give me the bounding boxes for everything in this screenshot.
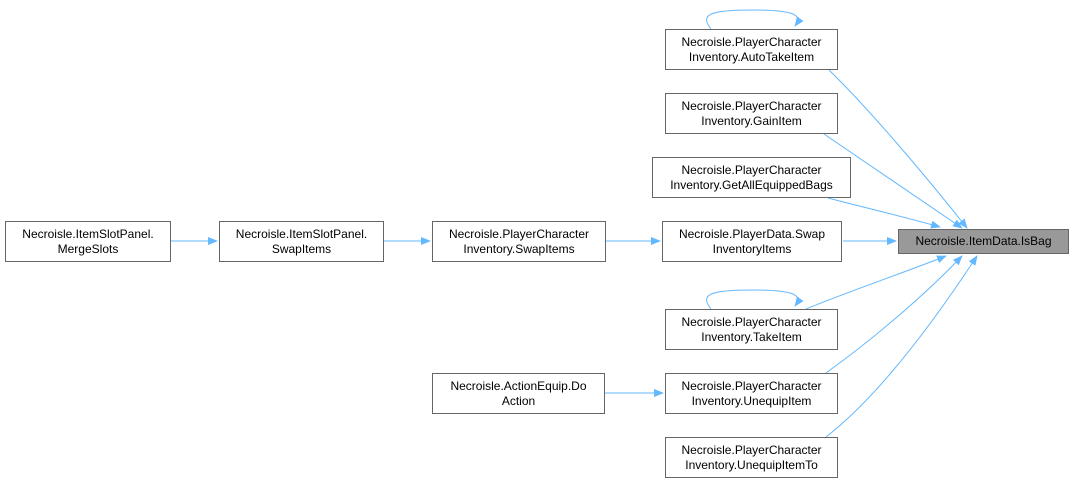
node-unequip-item-to[interactable]: Necroisle.PlayerCharacter Inventory.Uneq… [665,437,838,478]
node-auto-take-item-line-1: Necroisle.PlayerCharacter [681,34,822,49]
node-get-all-equipped-bags-line-2: Inventory.GetAllEquippedBags [670,177,833,192]
node-gain-item-line-1: Necroisle.PlayerCharacter [681,98,822,113]
node-do-action[interactable]: Necroisle.ActionEquip.Do Action [432,373,605,414]
node-unequip-item-to-line-2: Inventory.UnequipItemTo [685,457,818,472]
node-auto-take-item-line-2: Inventory.AutoTakeItem [688,49,815,64]
edge-unequip-item-to-is-bag [825,255,963,374]
node-merge-slots[interactable]: Necroisle.ItemSlotPanel. MergeSlots [5,221,171,262]
edge-auto-take-item-to-is-bag [828,69,968,229]
node-gain-item-line-2: Inventory.GainItem [701,113,802,128]
node-get-all-equipped-bags-line-1: Necroisle.PlayerCharacter [681,162,822,177]
node-unequip-item-line-1: Necroisle.PlayerCharacter [681,378,822,393]
node-slot-panel-swap-items[interactable]: Necroisle.ItemSlotPanel. SwapItems [219,221,384,262]
node-auto-take-item[interactable]: Necroisle.PlayerCharacter Inventory.Auto… [665,29,838,70]
node-unequip-item[interactable]: Necroisle.PlayerCharacter Inventory.Uneq… [665,373,838,414]
node-gain-item[interactable]: Necroisle.PlayerCharacter Inventory.Gain… [665,93,838,134]
node-take-item-line-1: Necroisle.PlayerCharacter [681,314,822,329]
node-do-action-line-2: Action [501,393,536,408]
node-swap-items-inventory-line-2: Inventory.SwapItems [463,241,575,256]
edge-take-item-to-take-item [706,289,804,310]
node-swap-inventory-items[interactable]: Necroisle.PlayerData.Swap InventoryItems [662,221,842,262]
edge-gain-item-to-is-bag [823,133,963,229]
edge-take-item-to-is-bag [805,255,947,310]
node-do-action-line-1: Necroisle.ActionEquip.Do [450,378,587,393]
node-unequip-item-to-line-1: Necroisle.PlayerCharacter [681,442,822,457]
node-take-item-line-2: Inventory.TakeItem [701,329,802,344]
node-swap-inventory-items-line-2: InventoryItems [712,241,792,256]
node-is-bag: Necroisle.ItemData.IsBag [898,229,1069,254]
node-swap-inventory-items-line-1: Necroisle.PlayerData.Swap [678,226,826,241]
node-slot-panel-swap-items-line-2: SwapItems [271,241,332,256]
node-swap-items-inventory-line-1: Necroisle.PlayerCharacter [448,226,590,241]
node-slot-panel-swap-items-line-1: Necroisle.ItemSlotPanel. [235,226,368,241]
node-get-all-equipped-bags[interactable]: Necroisle.PlayerCharacter Inventory.GetA… [652,157,851,198]
edge-auto-take-item-to-auto-take-item [706,9,804,30]
node-unequip-item-line-2: Inventory.UnequipItem [691,393,812,408]
node-merge-slots-line-2: MergeSlots [57,241,119,256]
node-is-bag-line-1: Necroisle.ItemData.IsBag [915,234,1052,248]
edge-unequip-item-to-to-is-bag [825,255,978,438]
node-swap-items-inventory[interactable]: Necroisle.PlayerCharacter Inventory.Swap… [432,221,606,262]
node-merge-slots-line-1: Necroisle.ItemSlotPanel. [22,226,154,241]
node-take-item[interactable]: Necroisle.PlayerCharacter Inventory.Take… [665,309,838,350]
edge-get-all-equipped-bags-to-is-bag [827,197,941,229]
